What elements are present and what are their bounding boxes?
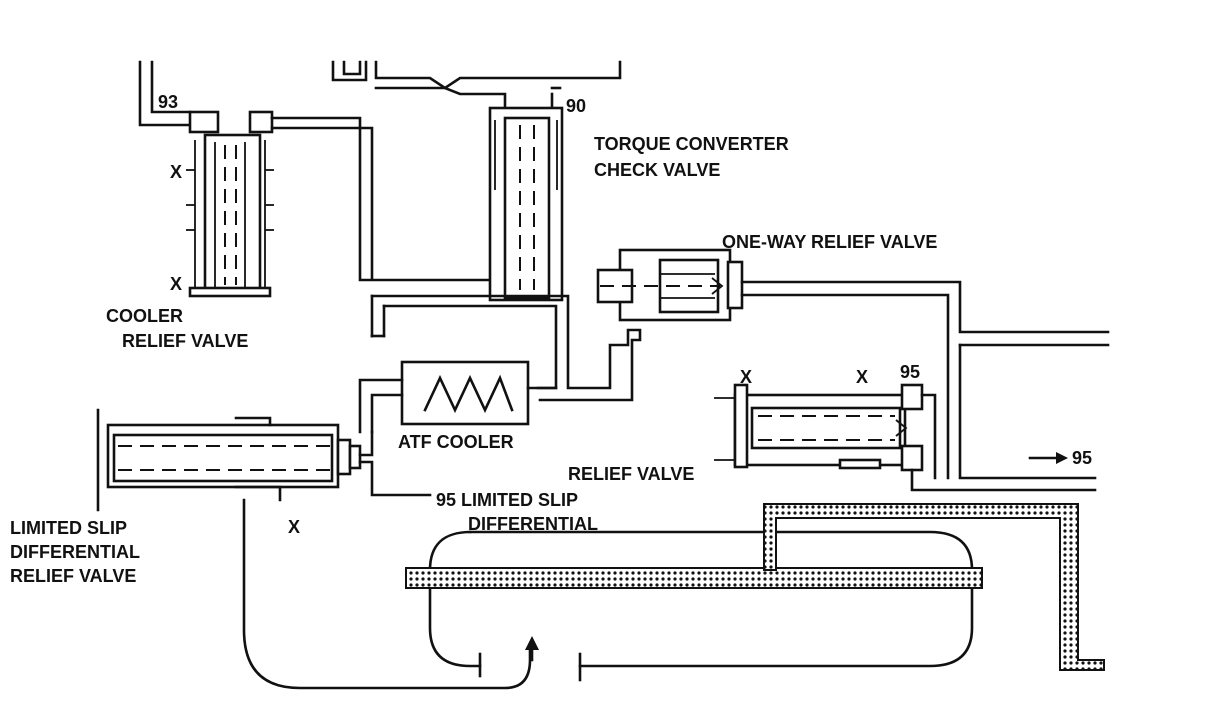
- lsd-relief-valve: [96, 408, 532, 690]
- cooler-relief-valve: [138, 60, 492, 298]
- atf-cooler: [358, 360, 558, 434]
- lsd-line-label-2: DIFFERENTIAL: [468, 514, 598, 534]
- relief-valve: [714, 383, 1097, 492]
- cooler-relief-label-2: RELIEF VALVE: [122, 331, 248, 351]
- one-way-relief-valve: [596, 248, 1110, 480]
- lsd-line-label-1: 95 LIMITED SLIP: [436, 490, 578, 510]
- differential-tank: [405, 503, 1105, 682]
- port-90-label: 90: [566, 96, 586, 116]
- one-way-relief-label: ONE-WAY RELIEF VALVE: [722, 232, 937, 252]
- x-marker-relief-right: X: [856, 367, 868, 387]
- top-feed-lines: [331, 60, 622, 114]
- relief-valve-label: RELIEF VALVE: [568, 464, 694, 484]
- port-95-relief-label: 95: [900, 362, 920, 382]
- lsd-relief-label-1: LIMITED SLIP: [10, 518, 127, 538]
- port-93-label: 93: [158, 92, 178, 112]
- labels: 93 90 TORQUE CONVERTER CHECK VALVE ONE-W…: [10, 92, 1092, 586]
- atf-cooler-label: ATF COOLER: [398, 432, 514, 452]
- lsd-relief-label-2: DIFFERENTIAL: [10, 542, 140, 562]
- torque-converter-label-1: TORQUE CONVERTER: [594, 134, 789, 154]
- x-marker-relief-left: X: [740, 367, 752, 387]
- cooler-relief-label-1: COOLER: [106, 306, 183, 326]
- arrow-95-label: 95: [1072, 448, 1092, 468]
- torque-converter-check-valve: [488, 106, 564, 302]
- lsd-relief-label-3: RELIEF VALVE: [10, 566, 136, 586]
- x-marker-lsd: X: [288, 517, 300, 537]
- x-marker-cooler-bottom: X: [170, 274, 182, 294]
- arrow-95: [1028, 452, 1068, 464]
- torque-converter-label-2: CHECK VALVE: [594, 160, 720, 180]
- x-marker-cooler-top: X: [170, 162, 182, 182]
